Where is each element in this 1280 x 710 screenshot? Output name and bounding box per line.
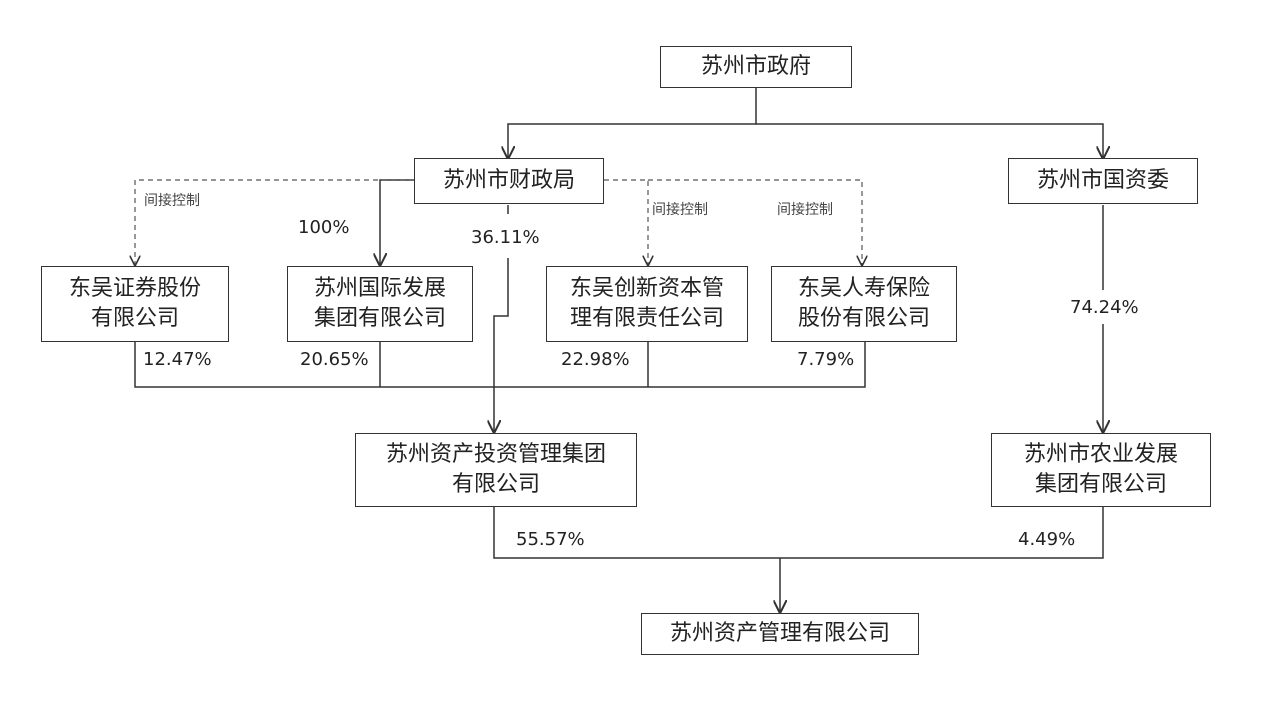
indirect-control-innovation-line [604,179,648,265]
gov-to-finance-line [508,88,757,158]
label-indirect-control-life: 间接控制 [777,202,833,218]
node-agri-development-group: 苏州市农业发展集团有限公司 [991,433,1211,507]
node-finance-bureau: 苏州市财政局 [414,158,604,204]
label-life-share: 7.79% [797,349,855,370]
node-suzhou-amc: 苏州资产管理有限公司 [641,613,919,655]
label-finance-to-intl: 100% [298,217,350,238]
label-asset-group-to-amc: 55.57% [516,529,585,550]
shareholders-bus-line [134,342,866,388]
label-sasac-to-agri: 74.24% [1070,297,1139,318]
node-asset-investment-group: 苏州资产投资管理集团有限公司 [355,433,637,507]
label-agri-to-amc: 4.49% [1018,529,1076,550]
finance-to-asset-group-line-2 [494,258,509,432]
amc-bus-line [493,507,1104,559]
gov-to-sasac-line [756,123,1103,158]
finance-to-intl-line [380,179,414,265]
label-intl-share: 20.65% [300,349,369,370]
label-innovation-share: 22.98% [561,349,630,370]
label-indirect-control-securities: 间接控制 [144,193,200,209]
node-dongwu-life-insurance: 东吴人寿保险股份有限公司 [771,266,957,342]
node-dongwu-innovation-capital: 东吴创新资本管理有限责任公司 [546,266,748,342]
indirect-control-life-line [648,179,862,265]
node-dongwu-securities: 东吴证券股份有限公司 [41,266,229,342]
label-securities-share: 12.47% [143,349,212,370]
node-intl-development-group: 苏州国际发展集团有限公司 [287,266,473,342]
indirect-control-securities-line [135,179,414,265]
node-sasac: 苏州市国资委 [1008,158,1198,204]
label-indirect-control-innovation: 间接控制 [652,202,708,218]
node-suzhou-government: 苏州市政府 [660,46,852,88]
label-finance-to-asset-group: 36.11% [471,227,540,248]
